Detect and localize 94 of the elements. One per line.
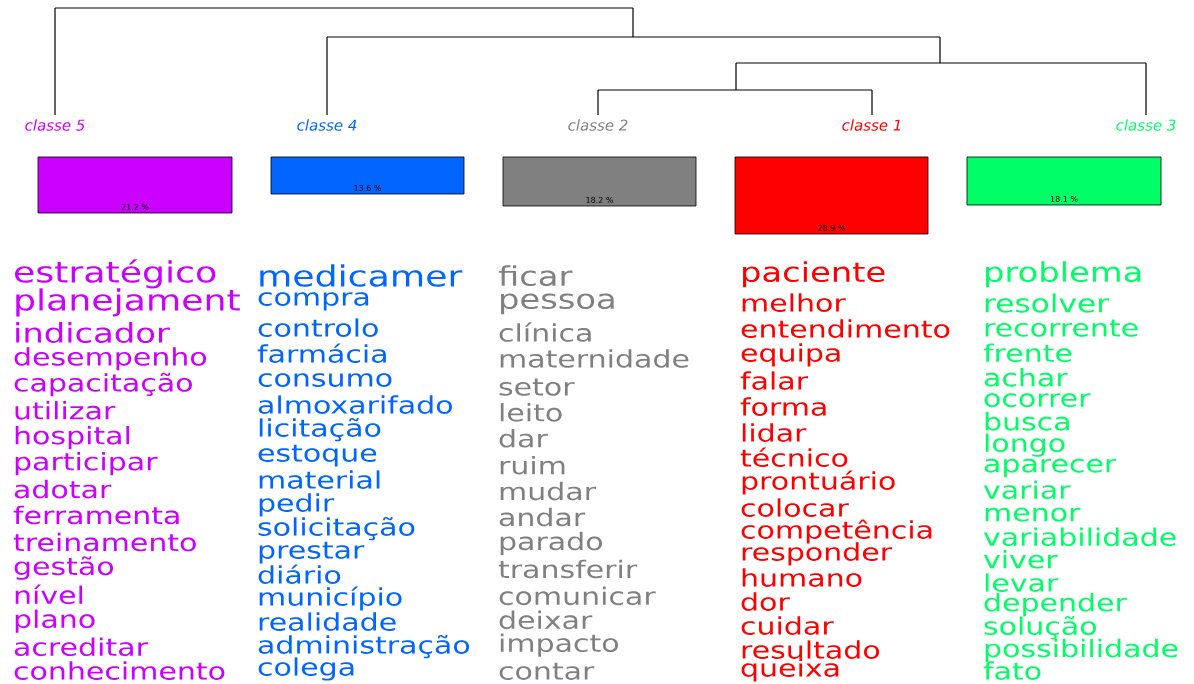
word-label: ficar xyxy=(498,265,573,287)
word-label: resolver xyxy=(985,293,1110,313)
word-label: depender xyxy=(984,592,1127,617)
word-label: conhecimento xyxy=(14,661,225,680)
word-label: acreditar xyxy=(14,637,148,657)
class-bar: 21.2 % xyxy=(37,156,233,214)
word-label: melhor xyxy=(742,293,846,312)
word-label: nível xyxy=(15,584,83,605)
word-label: desempenho xyxy=(14,347,207,371)
word-label: transferir xyxy=(498,559,638,579)
word-label: plano xyxy=(15,609,95,633)
word-label: impacto xyxy=(500,633,618,657)
word-label: dor xyxy=(741,592,790,611)
word-label: indicador xyxy=(16,322,170,343)
word-label: comunicar xyxy=(499,586,656,606)
word-label: responder xyxy=(742,542,893,566)
class-label: classe 1 xyxy=(842,119,901,131)
word-label: prontuário xyxy=(742,470,895,495)
word-label: equipa xyxy=(741,343,840,367)
word-label: levar xyxy=(985,573,1059,592)
word-label: licitação xyxy=(259,417,381,442)
word-label: colocar xyxy=(741,498,849,517)
word-label: estoque xyxy=(258,444,377,467)
word-label: planejament xyxy=(16,288,240,317)
word-label: gestão xyxy=(14,556,113,580)
word-label: hospital xyxy=(15,425,130,450)
word-label: colega xyxy=(258,657,354,681)
class-bar: 18.1 % xyxy=(966,156,1162,206)
class-label: classe 3 xyxy=(1116,119,1176,131)
word-label: município xyxy=(259,586,402,611)
word-label: administração xyxy=(258,634,470,659)
word-label: longo xyxy=(985,433,1065,457)
word-label: humano xyxy=(742,568,862,587)
word-label: setor xyxy=(499,378,575,396)
word-label: maternidade xyxy=(500,349,689,368)
word-label: falar xyxy=(740,371,808,390)
class-bar: 13.6 % xyxy=(270,156,465,195)
word-label: variabilidade xyxy=(983,527,1176,547)
class-bar: 18.2 % xyxy=(502,156,697,207)
word-label: prestar xyxy=(259,541,365,564)
word-label: realidade xyxy=(259,612,396,631)
word-label: frente xyxy=(983,343,1072,363)
word-label: solicitação xyxy=(258,516,415,541)
word-label: leito xyxy=(500,403,562,422)
word-label: ruim xyxy=(500,455,565,475)
word-label: capacitação xyxy=(14,372,192,397)
word-label: pedir xyxy=(259,493,335,517)
word-label: contar xyxy=(499,662,595,680)
word-label: controlo xyxy=(258,318,378,337)
word-label: forma xyxy=(740,397,826,416)
word-label: participar xyxy=(15,451,158,476)
word-label: viver xyxy=(983,549,1058,569)
word-label: ocorrer xyxy=(984,393,1091,408)
word-label: treinamento xyxy=(13,532,196,552)
class-label: classe 5 xyxy=(25,119,85,131)
word-label: dar xyxy=(499,428,548,448)
word-label: medicamer xyxy=(260,264,463,287)
word-label: cuidar xyxy=(741,616,834,635)
word-label: ferramenta xyxy=(13,505,179,525)
class-label: classe 2 xyxy=(568,119,628,131)
word-label: consumo xyxy=(258,373,392,387)
word-label: recorrente xyxy=(985,319,1138,337)
word-label: deixar xyxy=(499,610,593,630)
word-label: solução xyxy=(984,616,1096,640)
word-label: lidar xyxy=(742,423,807,442)
word-label: resultado xyxy=(742,640,880,659)
word-label: pessoa xyxy=(501,293,614,315)
word-label: busca xyxy=(985,412,1069,431)
word-label: entendimento xyxy=(741,319,950,338)
word-label: clínica xyxy=(499,322,591,342)
word-label: estratégico xyxy=(15,259,216,289)
word-label: competência xyxy=(741,519,932,544)
word-label: possibilidade xyxy=(985,638,1178,663)
word-label: menor xyxy=(985,507,1081,522)
word-label: utilizar xyxy=(15,401,116,420)
word-label: adotar xyxy=(14,479,112,499)
word-label: queixa xyxy=(741,658,839,682)
word-label: aparecer xyxy=(984,458,1117,478)
word-label: andar xyxy=(499,507,586,527)
word-label: paciente xyxy=(743,261,885,288)
word-label: mudar xyxy=(500,481,596,501)
word-label: almoxarifado xyxy=(258,395,452,414)
word-label: variar xyxy=(983,480,1071,500)
word-label: técnico xyxy=(740,447,848,467)
word-label: farmácia xyxy=(257,343,386,363)
word-label: fato xyxy=(983,661,1041,680)
word-label: problema xyxy=(986,261,1141,288)
word-label: parado xyxy=(500,531,602,555)
word-label: material xyxy=(259,470,380,489)
word-label: achar xyxy=(984,368,1068,387)
word-label: diário xyxy=(258,564,341,584)
class-label: classe 4 xyxy=(297,119,357,131)
word-label: compra xyxy=(258,292,369,311)
class-bar: 28.9 % xyxy=(734,156,929,235)
